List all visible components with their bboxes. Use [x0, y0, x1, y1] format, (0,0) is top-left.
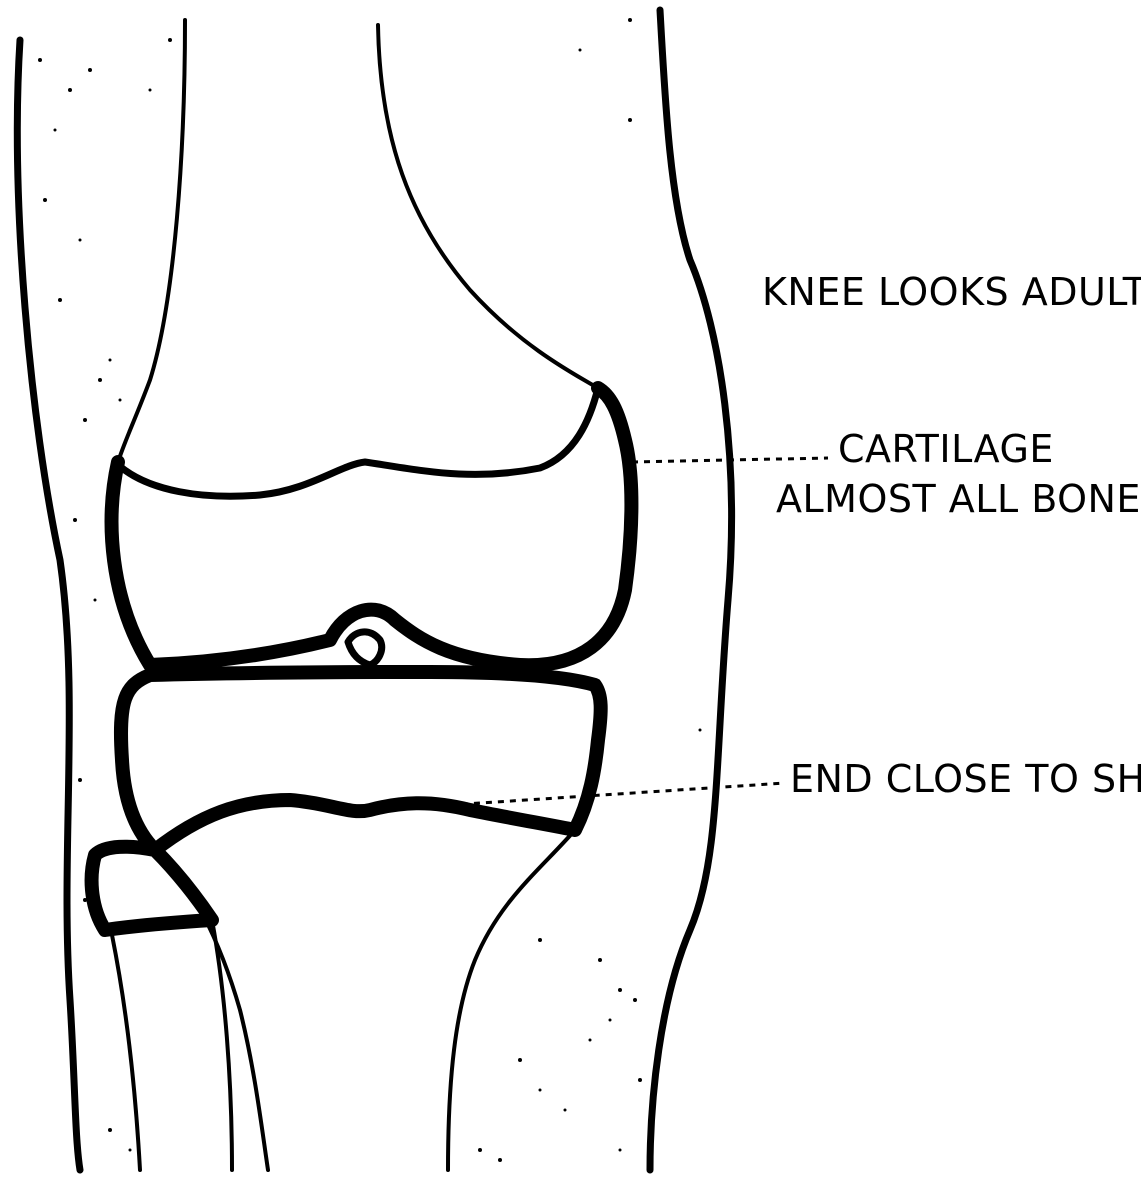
femur-shaft-left: [118, 20, 185, 462]
intercondylar-notch: [348, 632, 382, 665]
tibia-epiphysis: [121, 672, 601, 850]
cartilage-sublabel: ALMOST ALL BONE: [776, 477, 1141, 521]
tibia-shaft-left: [155, 850, 268, 1170]
fibula-shaft-left: [112, 935, 140, 1170]
tissue-speckle: [38, 18, 702, 1162]
leg-outline-right: [650, 10, 732, 1170]
cartilage-leader-line: [632, 458, 828, 462]
femur-growth-plate: [122, 388, 598, 496]
end-label: END CLOSE TO SHAFT: [790, 757, 1141, 801]
femur-shaft-right: [378, 25, 598, 388]
cartilage-label: CARTILAGE: [838, 427, 1054, 471]
leg-outline-left: [17, 40, 80, 1170]
end-leader-line: [450, 783, 785, 805]
tibia-shaft-right: [448, 830, 575, 1170]
femur-epiphysis: [112, 388, 632, 665]
knee-label: KNEE LOOKS ADULT: [762, 270, 1141, 314]
fibula-head: [92, 847, 212, 930]
